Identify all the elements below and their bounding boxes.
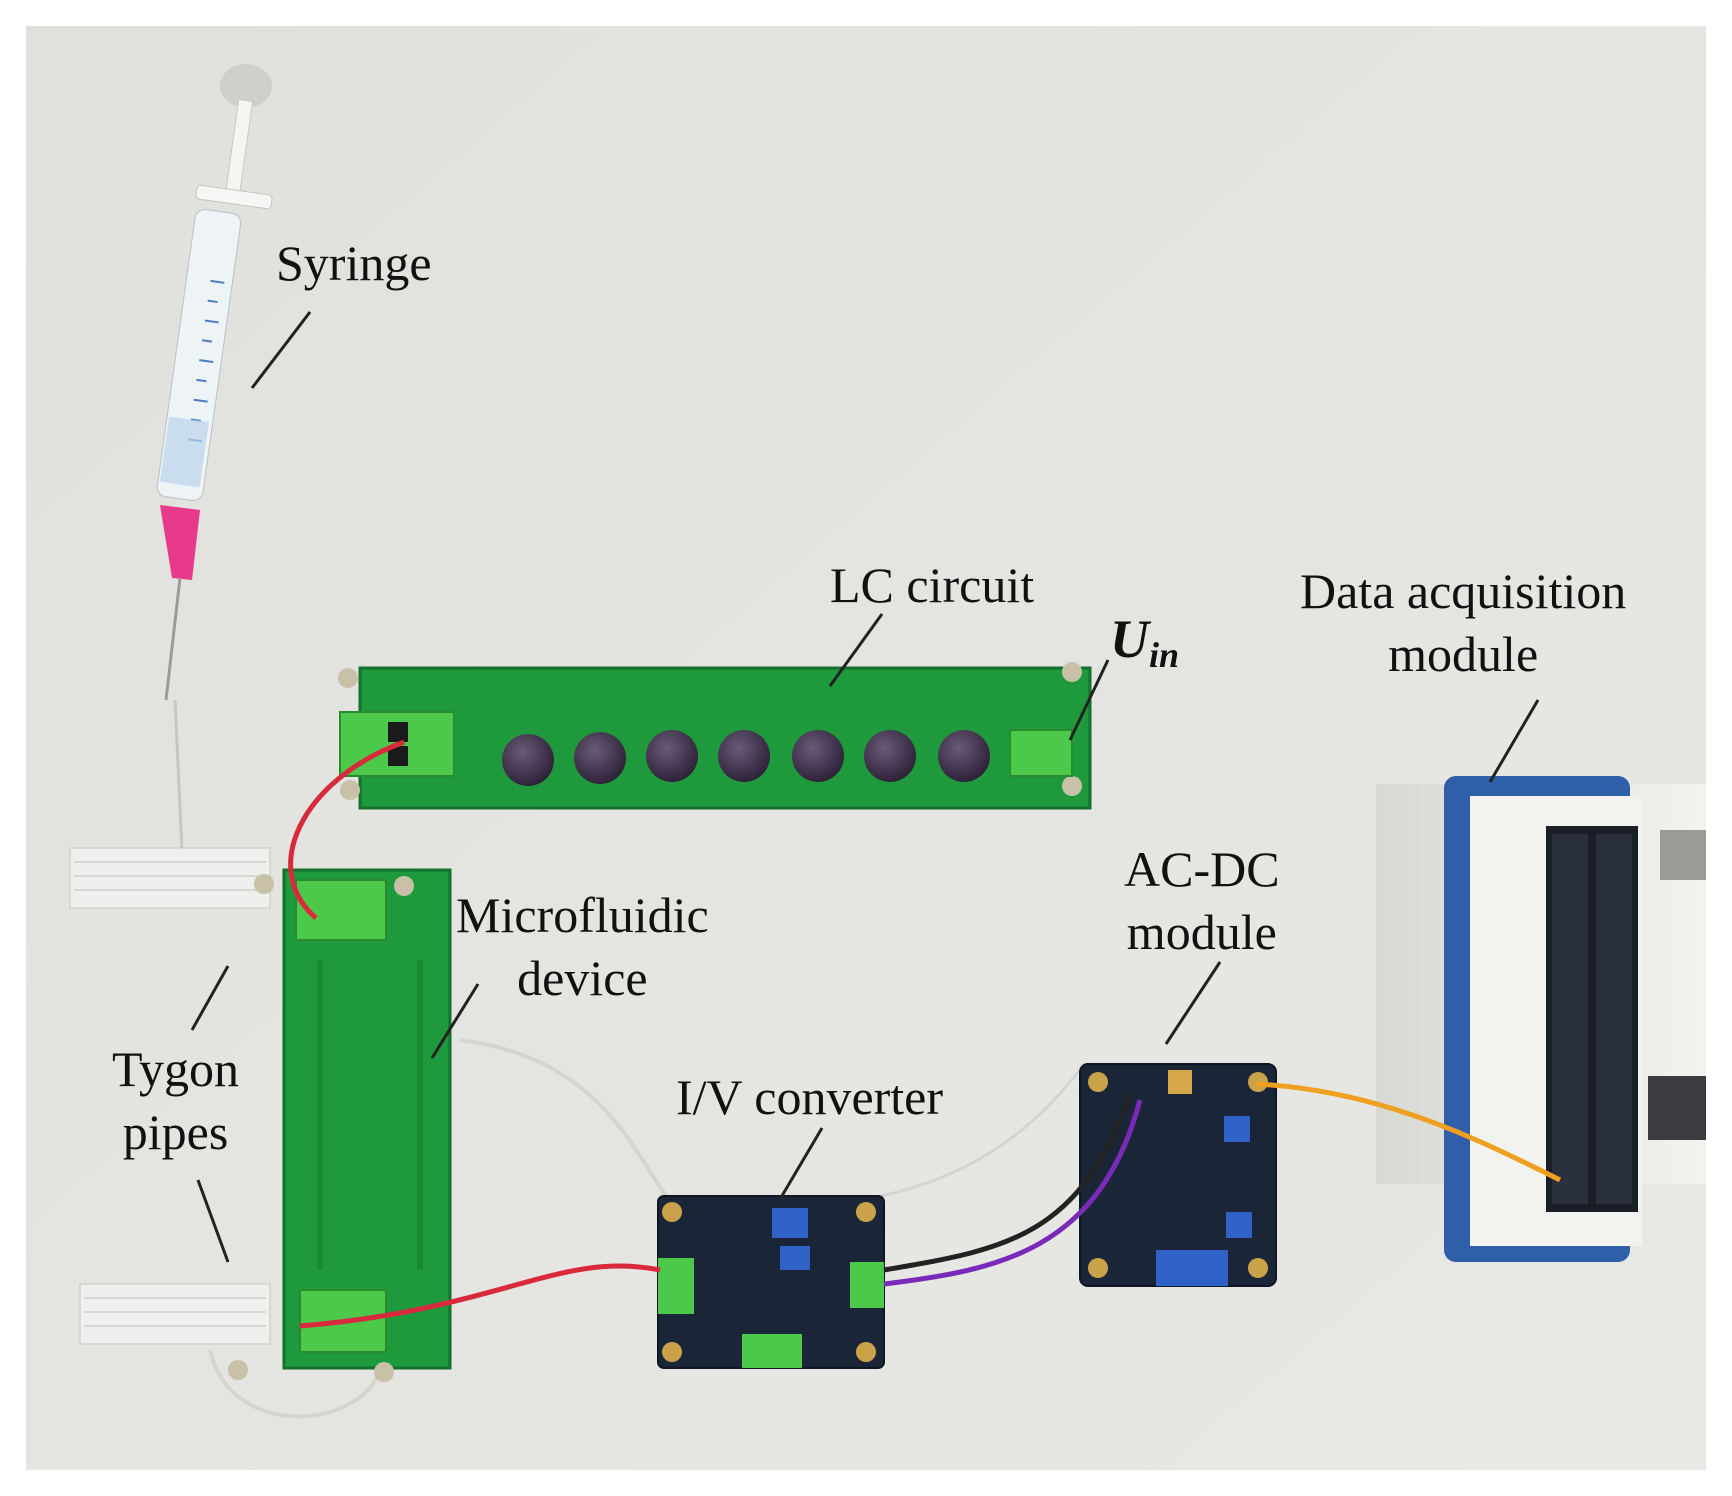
label-data-acquisition-module: Data acquisition module <box>1300 563 1627 682</box>
label-ac-dc-module: AC-DC module <box>1124 841 1280 960</box>
syringe-object <box>156 64 273 851</box>
label-syringe: Syringe <box>276 235 432 291</box>
microfluidic-device-board <box>228 868 452 1382</box>
label-iv-converter: I/V converter <box>676 1069 944 1125</box>
label-uin: Uin <box>1110 609 1180 675</box>
leader-lines <box>190 311 1540 1263</box>
label-lc-circuit: LC circuit <box>830 557 1035 613</box>
label-microfluidic-device: Microfluidic device <box>456 887 709 1006</box>
tygon-pipes-object <box>69 847 1082 1419</box>
data-acquisition-module <box>1376 776 1706 1262</box>
iv-converter-board <box>657 1195 885 1369</box>
label-tygon-pipes: Tygon pipes <box>112 1041 240 1160</box>
lc-circuit-board <box>338 662 1092 810</box>
